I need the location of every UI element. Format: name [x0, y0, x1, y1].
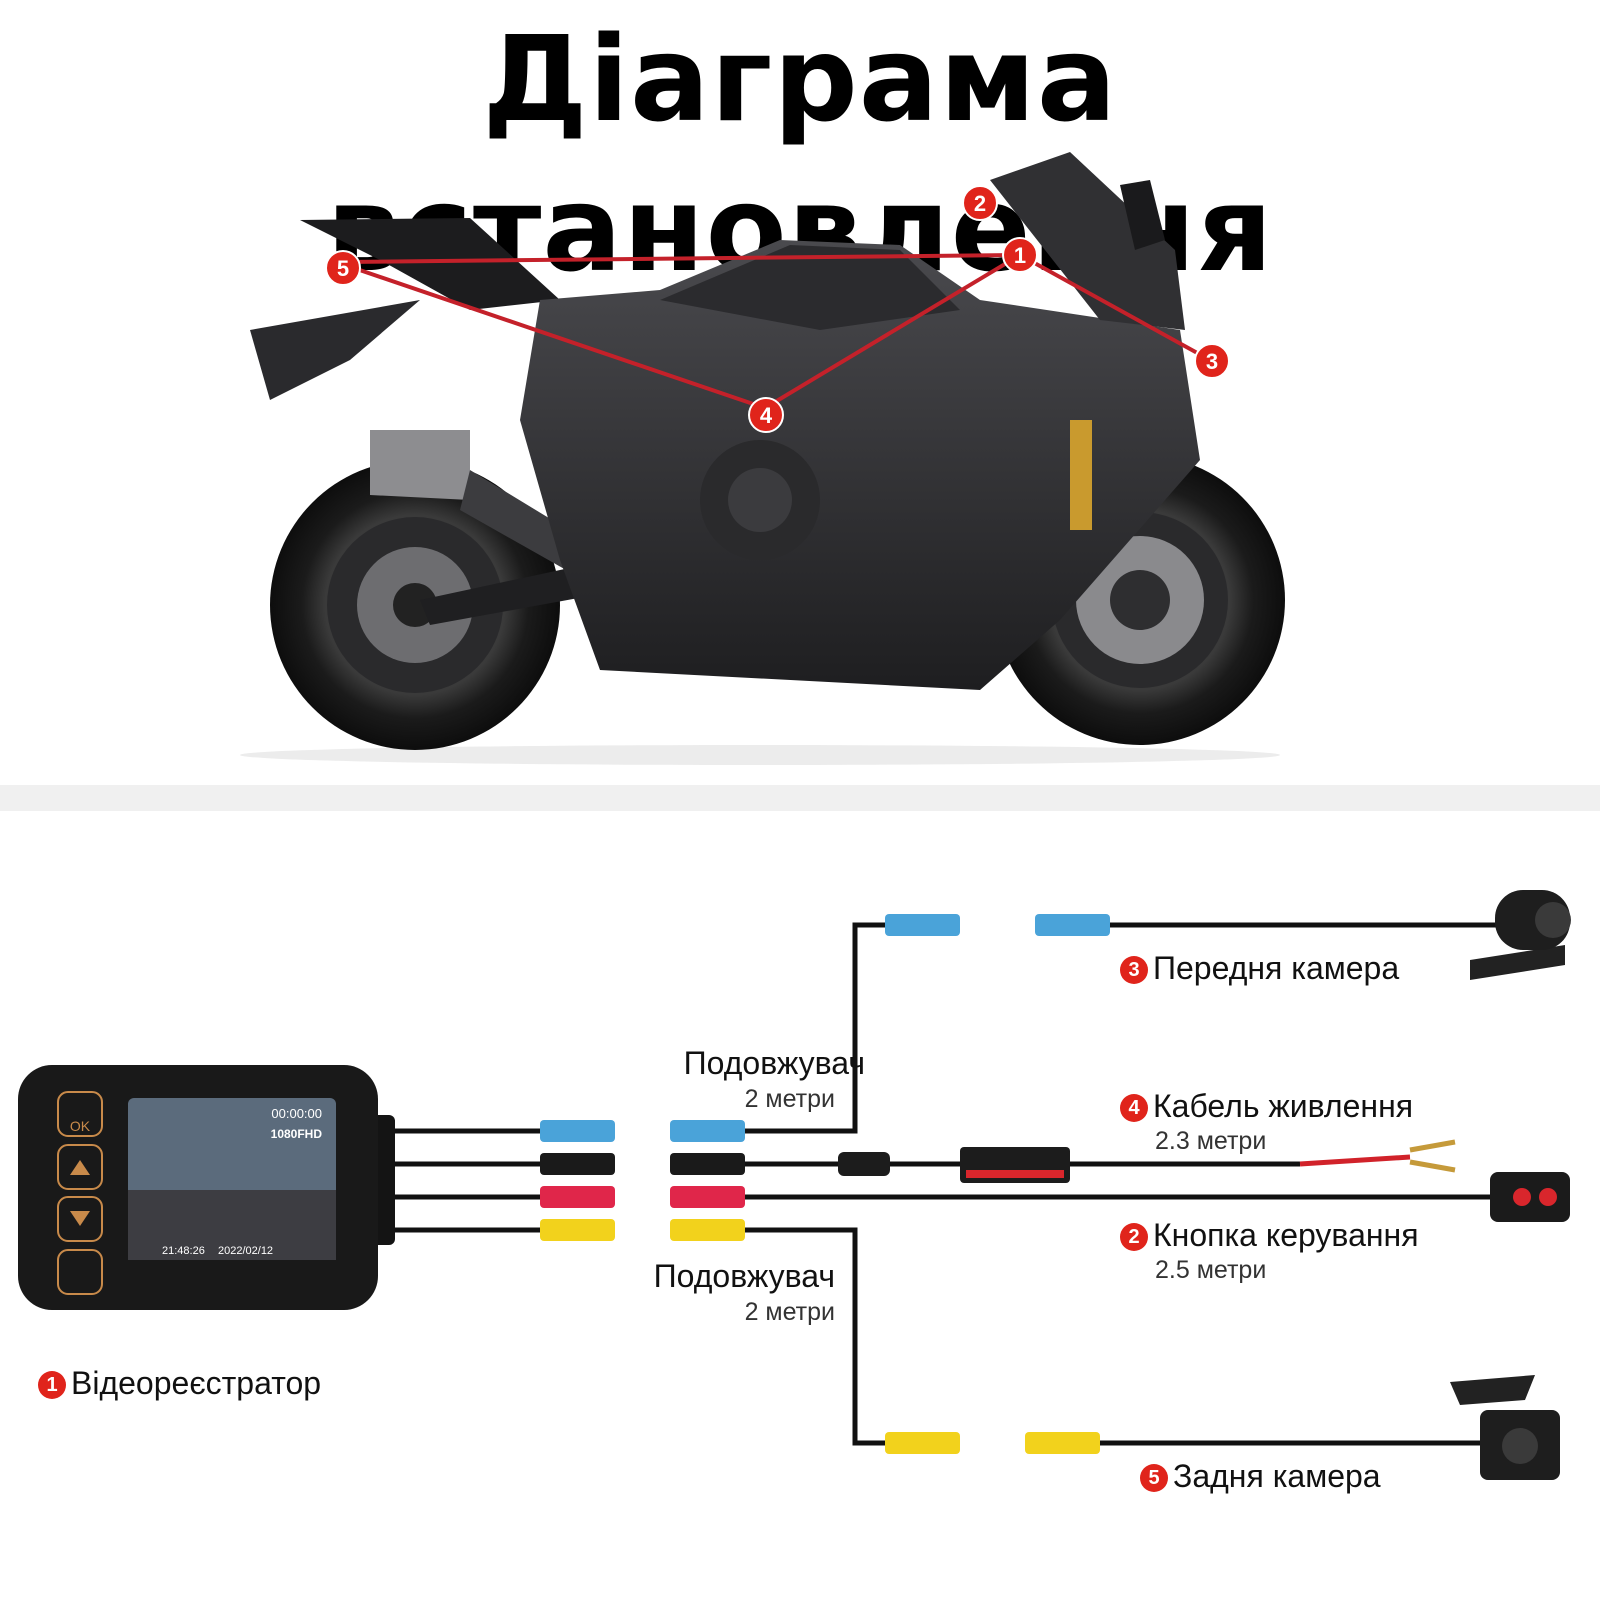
- marker-3: 3: [1194, 343, 1230, 379]
- svg-text:5: 5: [337, 256, 349, 281]
- svg-text:21:48:26: 21:48:26: [162, 1245, 205, 1257]
- svg-text:OK: OK: [70, 1118, 91, 1134]
- motorcycle-illustration: 1 2 3 4 5: [240, 152, 1285, 765]
- svg-text:1080FHD: 1080FHD: [271, 1127, 323, 1141]
- badge-4: 4: [1120, 1094, 1148, 1122]
- badge-1: 1: [38, 1371, 66, 1399]
- dash-recorder-icon: OK 00:00:00 1080FHD 21:48:26 2022/02/12: [18, 1065, 395, 1310]
- rear-camera-text: Задня камера: [1173, 1458, 1381, 1494]
- marker-5: 5: [325, 250, 361, 286]
- installation-markers: 1 2 3 4 5: [325, 185, 1230, 433]
- rear-camera-icon: [1450, 1375, 1560, 1480]
- cables: [385, 922, 1500, 1446]
- marker-4: 4: [748, 397, 784, 433]
- rear-wheel: [270, 460, 560, 750]
- control-button-length: 2.5 метри: [1155, 1256, 1267, 1284]
- marker-1: 1: [1002, 237, 1038, 273]
- recorder-text: Відеореєстратор: [71, 1365, 322, 1401]
- svg-text:00:00:00: 00:00:00: [271, 1106, 322, 1121]
- front-camera-icon: [1470, 890, 1571, 980]
- badge-3: 3: [1120, 956, 1148, 984]
- svg-text:2: 2: [974, 191, 986, 216]
- extension-front-label: Подовжувач: [683, 1045, 865, 1081]
- svg-text:1: 1: [1014, 243, 1026, 268]
- svg-text:3: 3: [1206, 349, 1218, 374]
- connectors: [540, 914, 1110, 1454]
- svg-text:4: 4: [760, 403, 773, 428]
- control-button-text: Кнопка керування: [1153, 1217, 1419, 1253]
- power-cable-length: 2.3 метри: [1155, 1127, 1267, 1155]
- svg-text:2022/02/12: 2022/02/12: [218, 1245, 273, 1257]
- badge-2: 2: [1120, 1223, 1148, 1251]
- wiring-diagram: OK 00:00:00 1080FHD 21:48:26 2022/02/12: [18, 890, 1571, 1480]
- extension-rear-label: Подовжувач: [653, 1258, 835, 1294]
- section-divider: [0, 785, 1600, 811]
- ferrite-core: [838, 1152, 890, 1176]
- power-cable-text: Кабель живлення: [1153, 1088, 1414, 1124]
- front-camera-text: Передня камера: [1153, 950, 1400, 986]
- extension-front-length: 2 метри: [744, 1085, 835, 1113]
- badge-5: 5: [1140, 1464, 1168, 1492]
- control-button-icon: [1490, 1172, 1570, 1222]
- extension-rear-length: 2 метри: [744, 1298, 835, 1326]
- marker-2: 2: [962, 185, 998, 221]
